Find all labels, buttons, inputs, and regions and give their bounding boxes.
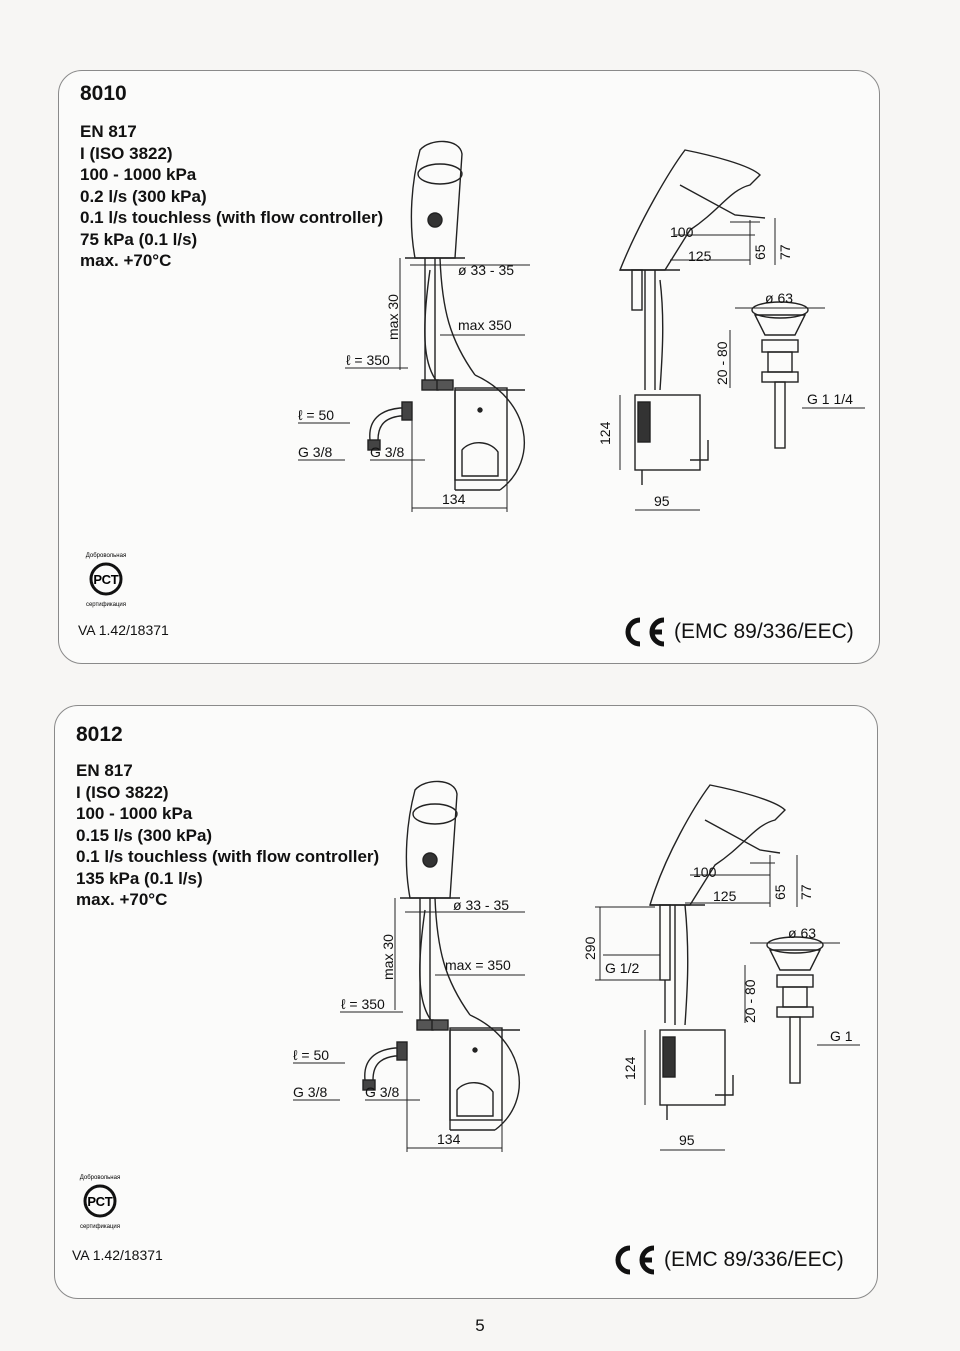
- pct-certification-logo: Добровольная РСТ сертификация: [80, 1175, 120, 1230]
- spec-line: 0.1 l/s touchless (with flow controller): [80, 208, 384, 227]
- ce-marking: (EMC 89/336/EEC): [610, 1245, 844, 1275]
- dim-conn-left: G 3/8: [298, 444, 332, 460]
- spec-line: 0.15 l/s (300 kPa): [76, 825, 213, 845]
- pct-certification-logo: Добровольная РСТ сертификация: [86, 553, 126, 608]
- ce-icon: [625, 617, 665, 647]
- dim-drain-diameter: ø 63: [788, 925, 816, 941]
- spec-line: EN 817: [76, 761, 133, 780]
- spec-list: EN 817 I (ISO 3822) 100 - 1000 kPa 0.2 l…: [80, 121, 383, 272]
- ce-marking: (EMC 89/336/EEC): [620, 617, 854, 647]
- dim-spout-reach: 100: [670, 224, 694, 240]
- side-view-drawing: 100 125 65 77 ø 63 20 - 80 G 1 1/4 124 9…: [597, 149, 865, 511]
- dim-spout-reach: 100: [693, 864, 717, 880]
- front-view-drawing: ø 33 - 35 max 30 max 350 ℓ = 350 ℓ = 50 …: [298, 140, 530, 512]
- spec-line: max. +70°C: [80, 251, 172, 270]
- dim-conn-left: G 3/8: [293, 1084, 327, 1100]
- dim-drain-thread: G 1: [830, 1028, 853, 1044]
- certificate-number: VA 1.42/18371: [78, 622, 169, 638]
- dim-tall: 290: [582, 936, 598, 960]
- model-number: 8012: [76, 723, 123, 746]
- dim-pipe-length: ℓ = 50: [293, 1047, 329, 1063]
- logo-letters: РСТ: [93, 572, 118, 587]
- model-number: 8010: [80, 82, 127, 105]
- dim-diameter: ø 33 - 35: [453, 897, 509, 913]
- logo-text-bottom: сертификация: [80, 1224, 120, 1230]
- spec-line: 135 kPa (0.1 l/s): [76, 868, 203, 888]
- dim-conn-right: G 3/8: [365, 1084, 399, 1100]
- dim-drain-diameter: ø 63: [765, 290, 793, 306]
- spec-line: max. +70°C: [76, 890, 168, 909]
- dim-height-2: 77: [798, 884, 814, 900]
- dim-hose-length: ℓ = 350: [346, 352, 390, 368]
- dim-hose-length: ℓ = 350: [341, 996, 385, 1012]
- side-view-drawing: 100 125 65 77 290 G 1/2 ø 63 20 - 80 G 1…: [582, 784, 860, 1151]
- dim-conn-right: G 3/8: [370, 444, 404, 460]
- spec-line: EN 817: [80, 122, 137, 141]
- product-panel-8012: [54, 705, 878, 1299]
- logo-letters: РСТ: [87, 1194, 112, 1209]
- logo-text-bottom: сертификация: [86, 602, 126, 608]
- dim-drain-range: 20 - 80: [714, 341, 730, 385]
- dim-diameter: ø 33 - 35: [458, 262, 514, 278]
- dim-height-2: 77: [777, 244, 793, 260]
- dim-spout-total: 125: [688, 248, 712, 264]
- dim-spout-total: 125: [713, 888, 737, 904]
- dim-max-height: max 30: [385, 294, 401, 340]
- ce-directive: (EMC 89/336/EEC): [674, 620, 854, 643]
- dim-height-1: 65: [752, 244, 768, 260]
- dim-box-depth: 95: [679, 1132, 695, 1148]
- dim-box-width: 134: [437, 1131, 461, 1147]
- spec-line: 0.2 l/s (300 kPa): [80, 186, 207, 206]
- dim-max-height: max 30: [380, 934, 396, 980]
- ce-directive: (EMC 89/336/EEC): [664, 1248, 844, 1271]
- dim-drain-thread: G 1 1/4: [807, 391, 853, 407]
- logo-text-top: Добровольная: [86, 553, 126, 559]
- dim-box-width: 134: [442, 491, 466, 507]
- dim-box-height: 124: [622, 1056, 638, 1080]
- ce-icon: [615, 1245, 655, 1275]
- dim-box-height: 124: [597, 421, 613, 445]
- spec-line: 100 - 1000 kPa: [76, 804, 193, 823]
- spec-line: 100 - 1000 kPa: [80, 165, 197, 184]
- dim-height-1: 65: [772, 884, 788, 900]
- dim-box-depth: 95: [654, 493, 670, 509]
- dim-max-length: max 350: [458, 317, 512, 333]
- spec-line: 0.1 l/s touchless (with flow controller): [76, 847, 380, 866]
- dim-pipe-length: ℓ = 50: [298, 407, 334, 423]
- spec-line: 75 kPa (0.1 l/s): [80, 229, 198, 249]
- dim-max-length: max = 350: [445, 957, 511, 973]
- dim-rod-thread: G 1/2: [605, 960, 639, 976]
- dim-drain-range: 20 - 80: [742, 979, 758, 1023]
- spec-list: EN 817 I (ISO 3822) 100 - 1000 kPa 0.15 …: [76, 760, 379, 911]
- front-view-drawing: ø 33 - 35 max 30 max = 350 ℓ = 350 ℓ = 5…: [293, 780, 525, 1152]
- certificate-number: VA 1.42/18371: [72, 1247, 163, 1263]
- page-number: 5: [475, 1316, 485, 1335]
- logo-text-top: Добровольная: [80, 1175, 120, 1181]
- spec-line: I (ISO 3822): [76, 782, 169, 802]
- spec-line: I (ISO 3822): [80, 143, 173, 163]
